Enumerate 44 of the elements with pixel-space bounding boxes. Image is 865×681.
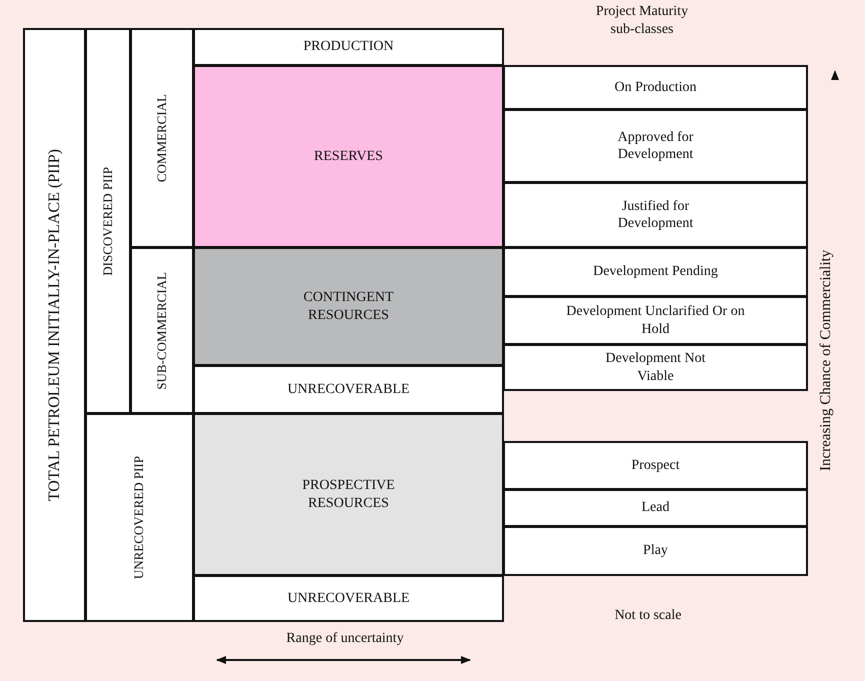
class-box [193, 575, 504, 622]
column-heading: Project Maturity sub-classes [594, 3, 690, 38]
subclass-box [503, 489, 808, 527]
class-column [23, 28, 86, 622]
class-label: Approved for Development [616, 128, 694, 164]
class-box [193, 65, 504, 248]
subclass-box [503, 65, 808, 110]
subclass-box [503, 182, 808, 248]
class-box [193, 247, 504, 366]
class-label: PRODUCTION [303, 38, 394, 56]
subclass-box [503, 344, 808, 391]
subclass-box [503, 296, 808, 345]
class-label: Play [643, 542, 668, 560]
class-column [130, 28, 194, 248]
class-label: Development Pending [593, 263, 718, 281]
class-label: Prospect [631, 456, 680, 474]
class-label: TOTAL PETROLEUM INITIALLY-IN-PLACE (PIIP) [44, 148, 64, 502]
class-label: UNRECOVERABLE [287, 380, 410, 398]
subclass-box [503, 247, 808, 297]
class-box [193, 28, 504, 66]
class-label: UNRECOVERED PIIP [131, 456, 148, 580]
class-column [85, 28, 131, 414]
axis-label: Range of uncertainty [285, 630, 405, 648]
class-label: CONTINGENT RESOURCES [302, 289, 395, 324]
subclass-box [503, 441, 808, 490]
class-column [130, 247, 194, 414]
class-box [193, 365, 504, 414]
class-column [85, 413, 194, 622]
class-label: Lead [642, 499, 670, 517]
class-label: Development Not Viable [604, 350, 706, 385]
class-label: On Production [614, 78, 697, 96]
class-label: Justified for Development [616, 198, 694, 232]
note: Not to scale [614, 607, 682, 624]
class-label: DISCOVERED PIIP [100, 166, 116, 276]
class-label: UNRECOVERABLE [287, 590, 410, 608]
axis-label: Increasing Chance of Commerciality [817, 248, 835, 473]
class-label: Development Unclarified Or on Hold [565, 303, 746, 338]
subclass-box [503, 526, 808, 576]
class-label: COMMERCIAL [154, 94, 170, 182]
class-box [193, 413, 504, 576]
class-label: RESERVES [314, 148, 383, 166]
subclass-box [503, 109, 808, 183]
class-label: SUB-COMMERCIAL [154, 272, 170, 390]
class-label: PROSPECTIVE RESOURCES [301, 477, 396, 512]
